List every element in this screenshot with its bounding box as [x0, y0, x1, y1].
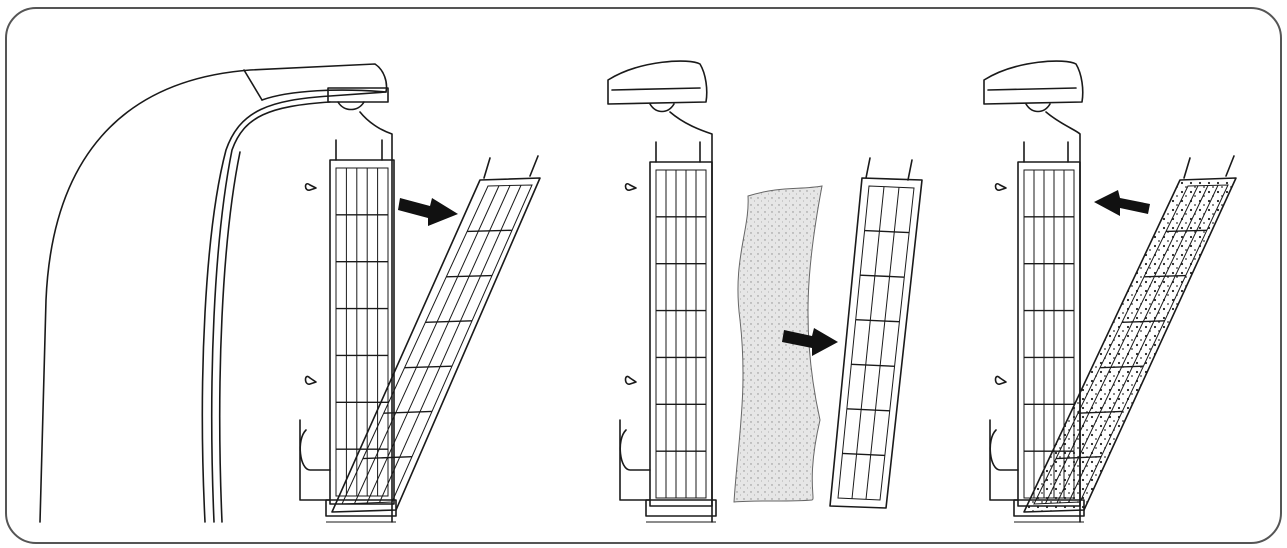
filter-frame-with-filter	[1023, 155, 1237, 513]
outer-frame	[5, 7, 1282, 544]
rear-grille	[619, 141, 717, 523]
unit-body	[39, 63, 393, 523]
arrow-right-icon	[398, 198, 458, 226]
unit-body	[983, 60, 1084, 523]
rear-grille	[989, 141, 1085, 523]
unit-body	[607, 60, 713, 523]
panel-step-1	[39, 63, 541, 523]
arrow-left-icon	[1094, 190, 1150, 216]
rear-grille	[299, 139, 397, 523]
filter-frame	[331, 155, 541, 513]
panel-step-3	[983, 60, 1237, 523]
filter-sheet	[733, 185, 823, 503]
panel-step-2	[607, 60, 923, 523]
arrow-right-icon	[782, 328, 838, 356]
filter-frame	[829, 157, 923, 509]
